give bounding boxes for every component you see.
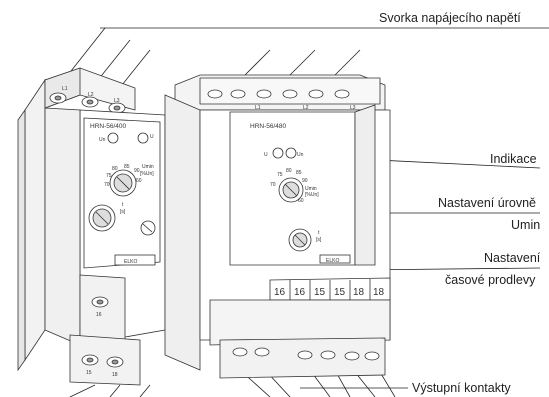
right-terminal-num-1: 16 — [274, 287, 286, 298]
callout-labels: Svorka napájecího napětí Indikace Nastav… — [379, 11, 541, 395]
right-umin-scale-70: 70 — [270, 182, 276, 188]
right-terminal-num-5: 18 — [353, 287, 365, 298]
left-terminal-l1-label: L1 — [62, 86, 68, 92]
right-umin-label: Umin — [305, 186, 317, 192]
left-umin-scale-90: 90 — [134, 168, 140, 174]
callout-supply-terminal: Svorka napájecího napětí — [379, 11, 521, 25]
callout-indication: Indikace — [490, 152, 537, 166]
left-umin-scale-70: 70 — [104, 182, 110, 188]
right-umin-scale-85: 85 — [296, 170, 302, 176]
left-umin-label: Umin — [142, 164, 154, 170]
right-brand: ELKO — [326, 258, 339, 264]
callout-umin-setting-line2: Umin — [511, 218, 540, 232]
right-terminal-num-3: 15 — [314, 287, 326, 298]
right-umin-unit: [%Un] — [305, 192, 319, 198]
left-delay-unit: [s] — [120, 209, 126, 215]
left-led-un-label: Un — [99, 137, 106, 143]
left-model-label: HRN-56/400 — [90, 123, 127, 130]
left-umin-scale-80: 80 — [112, 166, 118, 172]
left-terminal-18-label: 18 — [112, 372, 118, 378]
callout-delay-setting-line1: Nastavení — [484, 251, 541, 265]
right-terminal-l2-label: L2 — [303, 105, 309, 111]
right-led-un-label: Un — [297, 152, 304, 158]
left-terminal-16-label: 16 — [96, 312, 102, 318]
right-terminal-l1-label: L1 — [255, 105, 261, 111]
left-brand: ELKO — [124, 259, 137, 265]
right-terminal-num-4: 15 — [334, 287, 346, 298]
left-relay-module — [17, 67, 166, 386]
left-umin-scale-85: 85 — [124, 164, 130, 170]
callout-delay-setting-line2: časové prodlevy — [445, 273, 536, 287]
right-umin-scale-75: 75 — [277, 172, 283, 178]
callout-output-contacts: Výstupní kontakty — [412, 381, 511, 395]
callout-umin-setting-line1: Nastavení úrovně — [438, 196, 536, 210]
right-umin-scale-80: 80 — [286, 168, 292, 174]
right-model-label: HRN-56/480 — [250, 123, 287, 130]
right-terminal-num-2: 16 — [294, 287, 306, 298]
right-delay-label: t — [318, 230, 320, 236]
right-umin-scale-60: 60 — [298, 198, 304, 204]
right-led-u-label: U — [264, 152, 268, 158]
right-terminal-l3-label: L3 — [350, 105, 356, 111]
left-device-text: L1 L2 L3 HRN-56/400 Un U Umin [%Un] 70 7… — [62, 86, 154, 378]
right-device-text: L1 L2 L3 HRN-56/480 U Un Umin [%Un] 75 8… — [250, 105, 385, 298]
left-delay-label: t — [122, 202, 124, 208]
left-umin-scale-75: 75 — [106, 173, 112, 179]
right-umin-scale-90: 90 — [302, 178, 308, 184]
left-terminal-l3-label: L3 — [114, 98, 120, 104]
right-delay-unit: [s] — [316, 237, 322, 243]
left-umin-scale-60: 60 — [136, 178, 142, 184]
left-led-u-label: U — [150, 134, 154, 140]
left-terminal-15-label: 15 — [86, 370, 92, 376]
right-relay-module — [164, 74, 391, 379]
left-terminal-l2-label: L2 — [88, 92, 94, 98]
left-umin-unit: [%Un] — [140, 171, 154, 177]
right-terminal-num-6: 18 — [373, 287, 385, 298]
